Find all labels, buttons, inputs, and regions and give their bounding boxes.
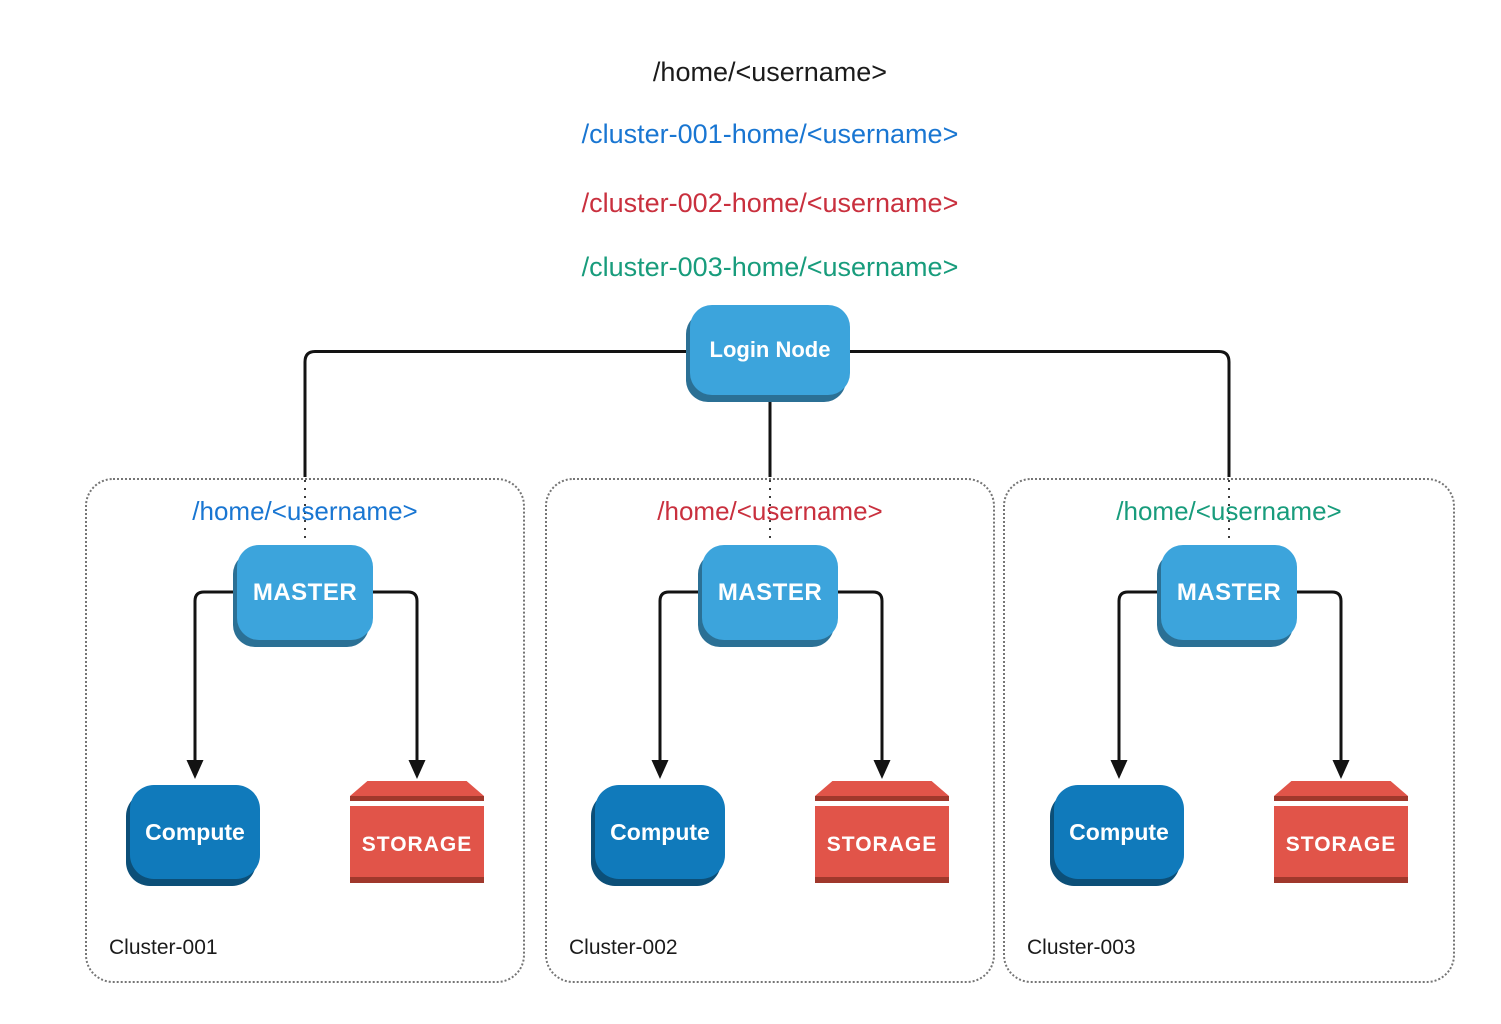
compute-node-label: Compute bbox=[145, 818, 245, 845]
storage-node-label: STORAGE bbox=[1285, 832, 1397, 856]
arrowhead-down-icon bbox=[186, 760, 204, 779]
master-node: MASTER bbox=[237, 545, 373, 640]
master-storage-connector-001 bbox=[305, 590, 419, 761]
cluster-001-container: /home/<username> MASTER Compute STORAGE … bbox=[85, 478, 525, 983]
arrowhead-down-icon bbox=[873, 760, 891, 779]
storage-lid-shape bbox=[350, 781, 484, 796]
master-node-label: MASTER bbox=[252, 578, 358, 606]
master-node-label: MASTER bbox=[1176, 578, 1282, 606]
login-node: Login Node bbox=[690, 305, 850, 395]
storage-node: STORAGE bbox=[350, 781, 484, 883]
storage-body: STORAGE bbox=[350, 806, 484, 883]
master-storage-connector-003 bbox=[1229, 590, 1343, 761]
master-storage-connector-002 bbox=[770, 590, 884, 761]
cluster-name-label: Cluster-003 bbox=[1027, 936, 1136, 959]
arrowhead-down-icon bbox=[1332, 760, 1350, 779]
master-node: MASTER bbox=[1161, 545, 1297, 640]
storage-body: STORAGE bbox=[1274, 806, 1408, 883]
master-node: MASTER bbox=[702, 545, 838, 640]
compute-node: Compute bbox=[595, 785, 725, 879]
storage-node: STORAGE bbox=[815, 781, 949, 883]
storage-base-strip bbox=[815, 877, 949, 883]
storage-node: STORAGE bbox=[1274, 781, 1408, 883]
master-compute-connector-002 bbox=[658, 590, 770, 761]
storage-node-label: STORAGE bbox=[826, 832, 938, 856]
master-node-label: MASTER bbox=[717, 578, 823, 606]
compute-node: Compute bbox=[130, 785, 260, 879]
compute-node-label: Compute bbox=[1069, 818, 1169, 845]
cluster-003-container: /home/<username> MASTER Compute STORAGE … bbox=[1003, 478, 1455, 983]
cluster-home-path: /home/<username> bbox=[192, 496, 418, 526]
storage-body: STORAGE bbox=[815, 806, 949, 883]
storage-lid-edge bbox=[350, 796, 484, 801]
login-node-label: Login Node bbox=[709, 337, 831, 362]
storage-lid-edge bbox=[815, 796, 949, 801]
master-compute-connector-001 bbox=[193, 590, 305, 761]
storage-lid-edge bbox=[1274, 796, 1408, 801]
storage-base-strip bbox=[350, 877, 484, 883]
compute-node-label: Compute bbox=[610, 818, 710, 845]
cluster-home-path: /home/<username> bbox=[1116, 496, 1342, 526]
storage-lid-shape bbox=[1274, 781, 1408, 796]
storage-lid-shape bbox=[815, 781, 949, 796]
storage-base-strip bbox=[1274, 877, 1408, 883]
cluster-002-container: /home/<username> MASTER Compute STORAGE … bbox=[545, 478, 995, 983]
arrowhead-down-icon bbox=[408, 760, 426, 779]
header-path-cluster-001: /cluster-001-home/<username> bbox=[581, 119, 959, 149]
arrowhead-down-icon bbox=[651, 760, 669, 779]
master-compute-connector-003 bbox=[1117, 590, 1229, 761]
cluster-name-label: Cluster-001 bbox=[109, 936, 218, 959]
compute-node: Compute bbox=[1054, 785, 1184, 879]
header-path-cluster-003: /cluster-003-home/<username> bbox=[581, 252, 959, 282]
arrowhead-down-icon bbox=[1110, 760, 1128, 779]
cluster-home-path: /home/<username> bbox=[657, 496, 883, 526]
storage-node-label: STORAGE bbox=[361, 832, 473, 856]
cluster-name-label: Cluster-002 bbox=[569, 936, 678, 959]
header-path-home: /home/<username> bbox=[652, 57, 888, 87]
header-path-cluster-002: /cluster-002-home/<username> bbox=[581, 188, 959, 218]
